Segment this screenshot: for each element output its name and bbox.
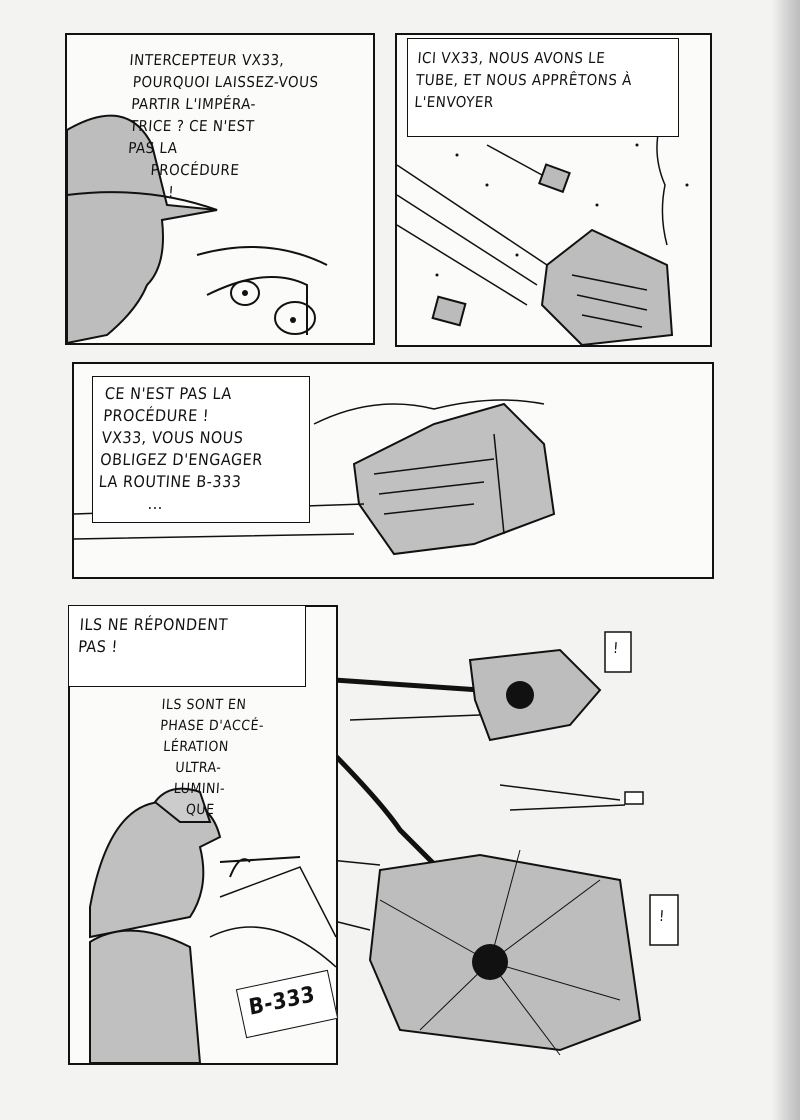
mothership-drawing — [74, 399, 556, 556]
caption-box-4: ILS NE RÉPONDENT PAS ! — [68, 605, 306, 687]
speech-text-4b: ILS SONT EN PHASE D'ACCÉ- LÉRATION ULTRA… — [153, 697, 265, 818]
page-edge-shadow — [772, 0, 800, 1120]
pilot-closeup-drawing — [67, 114, 328, 343]
speech-text-4a: ILS NE RÉPONDENT PAS ! — [77, 615, 229, 656]
caption-box-2: ICI VX33, NOUS AVONS LE TUBE, ET NOUS AP… — [407, 38, 679, 137]
crew-drawing — [89, 787, 336, 1063]
caption-box-3: CE N'EST PAS LA PROCÉDURE ! VX33, VOUS N… — [92, 376, 310, 523]
panel-2: ICI VX33, NOUS AVONS LE TUBE, ET NOUS AP… — [395, 33, 712, 347]
b333-sign-text: B-333 — [247, 982, 317, 1021]
spaceships-drawing — [397, 124, 689, 345]
panel-1: INTERCEPTEUR VX33, POURQUOI LAISSEZ-VOUS… — [65, 33, 375, 345]
panel-4-cockpit: ILS NE RÉPONDENT PAS ! ILS SONT EN PHASE… — [68, 605, 339, 1065]
panel-3: CE N'EST PAS LA PROCÉDURE ! VX33, VOUS N… — [72, 362, 714, 579]
